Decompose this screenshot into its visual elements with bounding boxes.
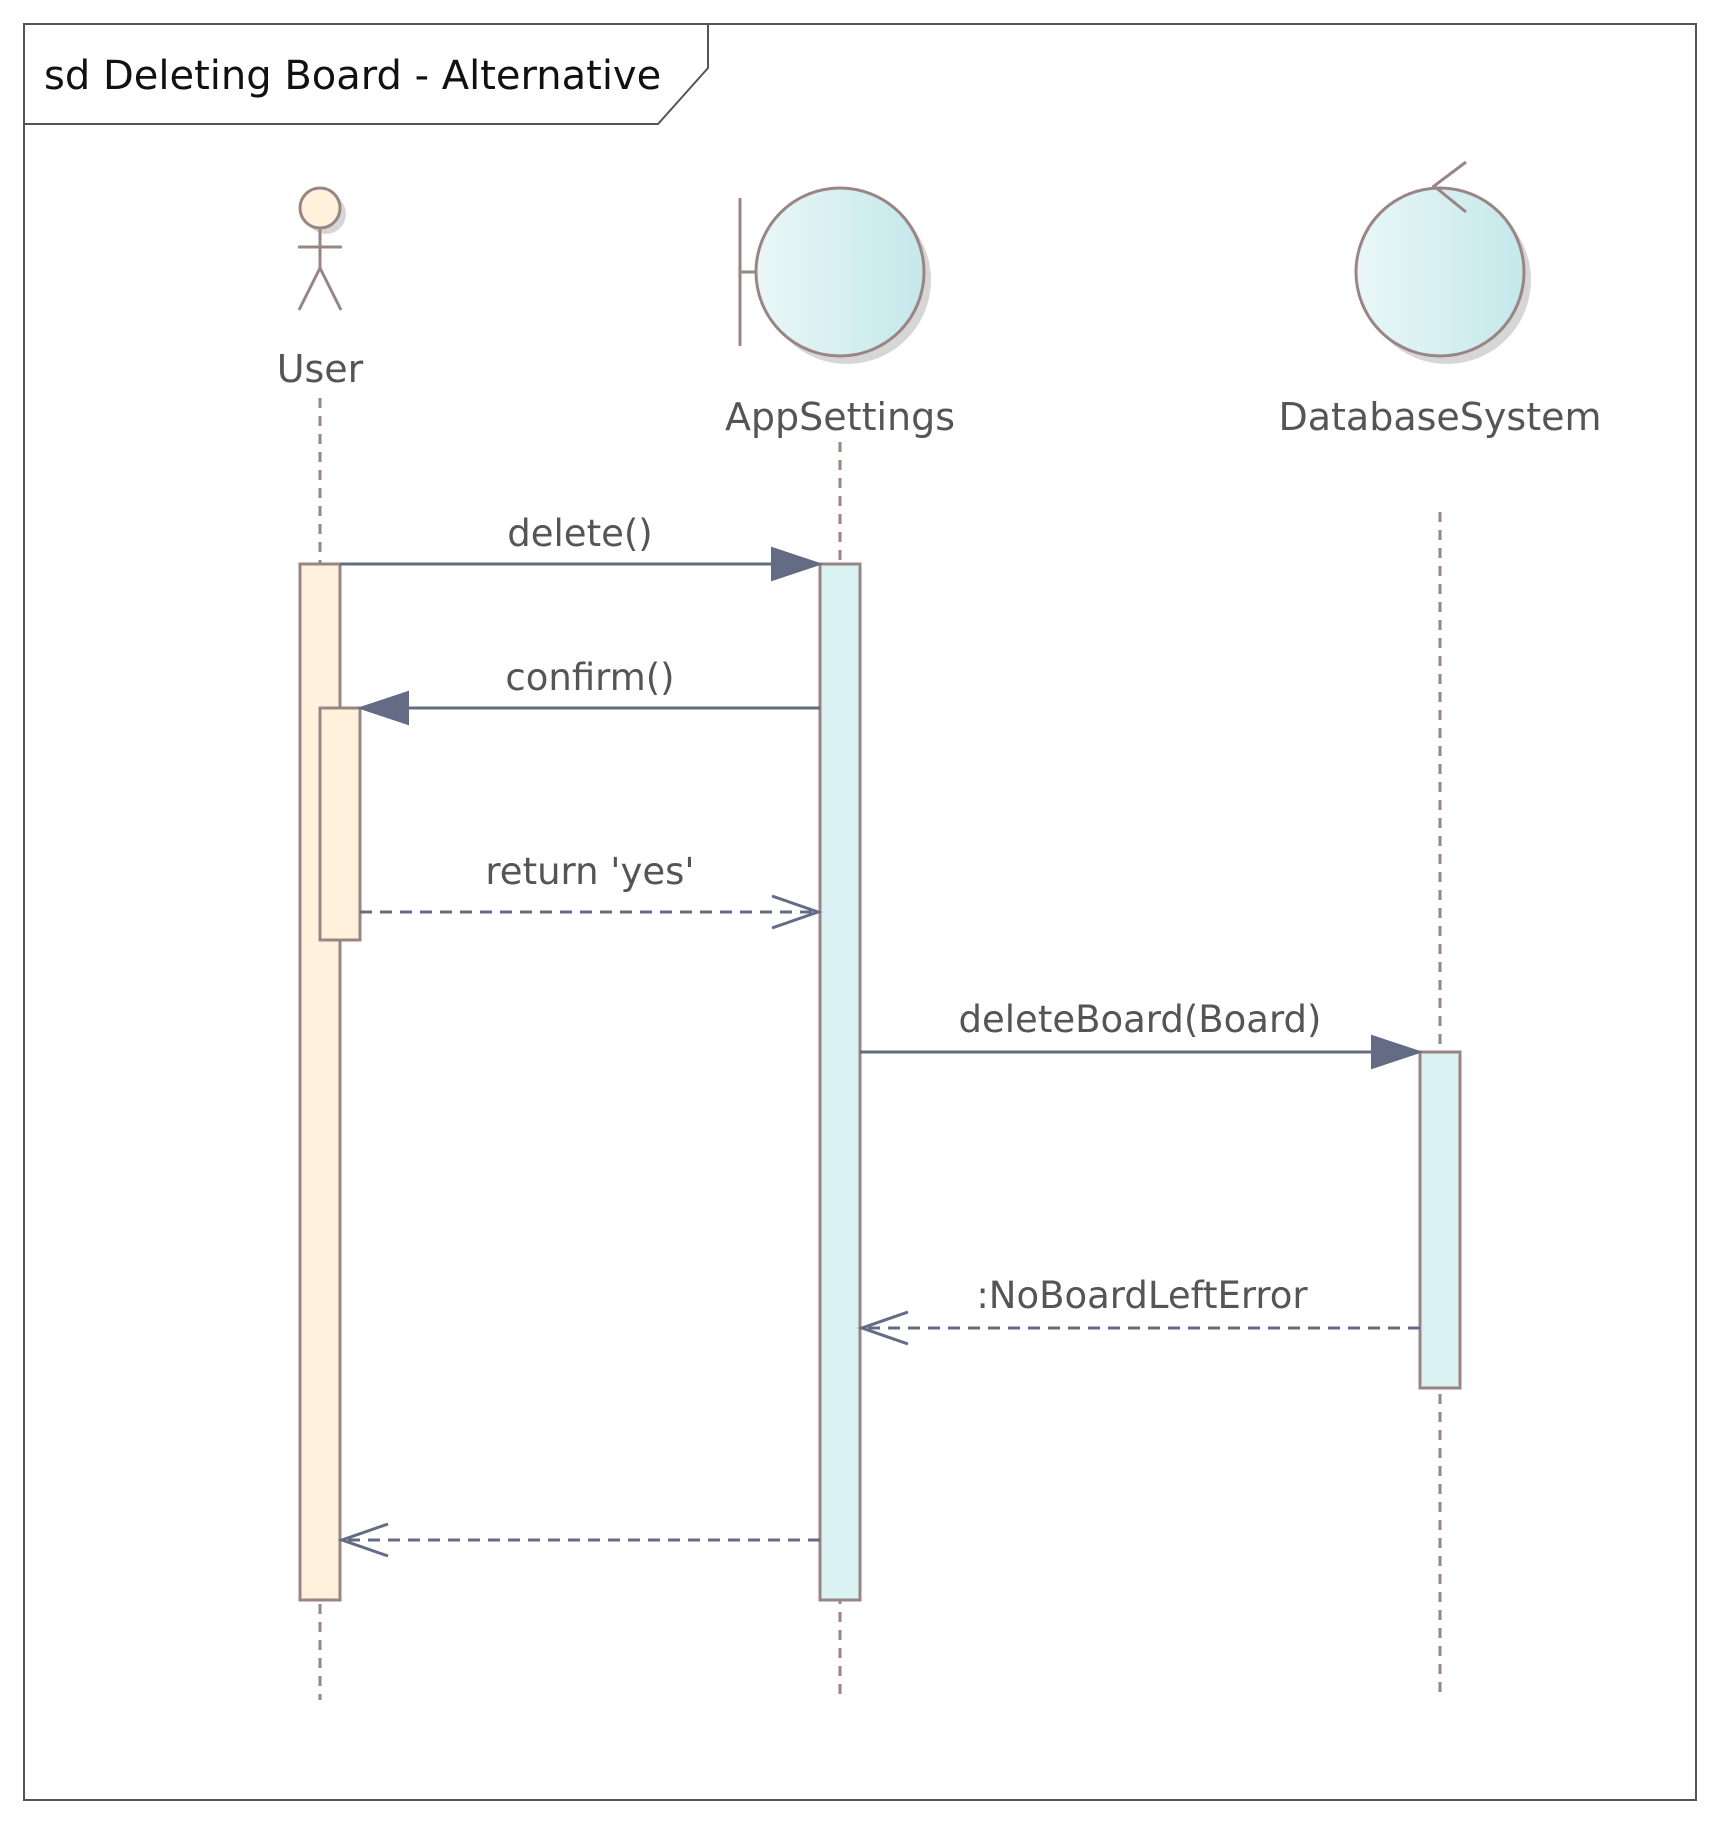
participant-appsettings: AppSettings [725,186,955,439]
participant-database: DatabaseSystem [1278,160,1602,439]
open-arrowhead-icon [337,1522,389,1558]
boundary-icon [738,186,931,364]
message-delete: delete() [340,512,824,582]
activation-appsettings [818,562,862,1602]
messages: delete() confirm() return 'yes' deleteBo… [337,512,1424,1558]
activations [298,562,1462,1602]
message-return-yes: return 'yes' [360,850,823,930]
activation-user-nested [318,706,362,942]
participant-user: User [277,186,364,391]
message-label-delete: delete() [507,512,652,555]
message-no-board-left-error: :NoBoardLeftError [857,1274,1420,1346]
filled-arrowhead-icon [1371,1034,1424,1070]
actor-icon [297,186,346,311]
open-arrowhead-icon [857,1310,909,1346]
control-icon [1354,160,1531,364]
participant-label-user: User [277,347,364,391]
participant-label-database: DatabaseSystem [1278,395,1601,439]
frame-title: sd Deleting Board - Alternative [44,53,661,99]
open-arrowhead-icon [771,894,823,930]
message-label-return-yes: return 'yes' [485,850,694,893]
participant-label-appsettings: AppSettings [725,395,955,439]
activation-database [1418,1050,1462,1390]
message-final-return [337,1522,820,1558]
filled-arrowhead-icon [771,546,824,582]
message-label-confirm: confirm() [505,656,674,699]
message-label-no-board-left-error: :NoBoardLeftError [976,1274,1308,1317]
message-confirm: confirm() [356,656,820,726]
message-delete-board: deleteBoard(Board) [860,998,1424,1070]
filled-arrowhead-icon [356,690,409,726]
frame-title-tab [23,23,709,125]
message-label-delete-board: deleteBoard(Board) [959,998,1322,1041]
